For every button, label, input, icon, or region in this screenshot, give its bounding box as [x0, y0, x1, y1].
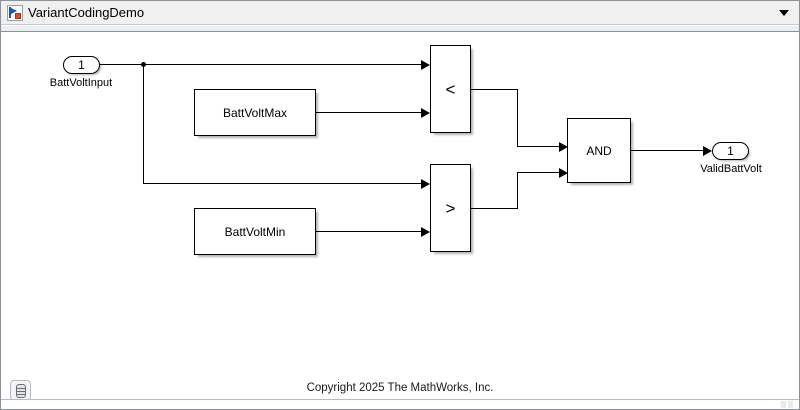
- arrowhead-and-in2: [559, 168, 568, 178]
- wire-inport-to-less-than: [100, 64, 427, 65]
- header-separator: [1, 25, 799, 32]
- wire-branch-to-greater-than: [143, 183, 427, 184]
- chevron-down-icon[interactable]: [779, 10, 789, 16]
- arrowhead-greater-than-in1: [421, 179, 430, 189]
- wire-battvoltmin-to-greater-than: [316, 231, 427, 232]
- wire-to-and-in2: [517, 172, 566, 173]
- status-bar: [1, 399, 799, 409]
- diagram-canvas[interactable]: 1 BattVoltInput BattVoltMax BattVoltMin …: [1, 32, 799, 409]
- outport-number: 1: [727, 144, 734, 158]
- outport-validbattvolt-label: ValidBattVolt: [700, 163, 762, 175]
- arrowhead-greater-than-in2: [421, 227, 430, 237]
- arrowhead-outport: [703, 146, 712, 156]
- block-battvoltmax-label: BattVoltMax: [222, 105, 288, 120]
- arrowhead-less-than-in1: [421, 60, 430, 70]
- wire-less-than-out: [471, 89, 518, 90]
- wire-to-and-in1: [517, 146, 566, 147]
- block-logic-and[interactable]: AND: [567, 118, 631, 183]
- block-battvoltmax[interactable]: BattVoltMax: [194, 89, 316, 136]
- resize-grip[interactable]: [781, 401, 793, 408]
- title-bar: VariantCodingDemo: [1, 1, 799, 25]
- outport-validbattvolt[interactable]: 1: [712, 142, 749, 160]
- block-less-than-operator: <: [445, 79, 456, 99]
- block-greater-than-operator: >: [445, 198, 456, 218]
- arrowhead-and-in1: [559, 142, 568, 152]
- block-battvoltmin-label: BattVoltMin: [224, 224, 286, 239]
- wire-greater-than-up: [517, 172, 518, 209]
- block-relational-greater-than[interactable]: >: [430, 164, 471, 252]
- block-relational-less-than[interactable]: <: [430, 45, 471, 133]
- wire-less-than-down: [517, 89, 518, 147]
- model-browser-icon[interactable]: [10, 380, 31, 401]
- wire-battvoltmax-to-less-than: [316, 112, 427, 113]
- wire-junction-down: [143, 64, 144, 184]
- arrowhead-less-than-in2: [421, 108, 430, 118]
- wire-greater-than-out: [471, 208, 518, 209]
- wire-and-to-outport: [631, 150, 711, 151]
- inport-battvoltinput-label: BattVoltInput: [49, 77, 113, 89]
- simulink-model-icon: [7, 4, 23, 21]
- block-and-operator: AND: [586, 143, 612, 158]
- inport-battvoltinput[interactable]: 1: [63, 56, 100, 74]
- page-title: VariantCodingDemo: [28, 5, 145, 20]
- copyright-annotation: Copyright 2025 The MathWorks, Inc.: [306, 382, 494, 394]
- inport-number: 1: [78, 58, 85, 72]
- block-battvoltmin[interactable]: BattVoltMin: [194, 208, 316, 255]
